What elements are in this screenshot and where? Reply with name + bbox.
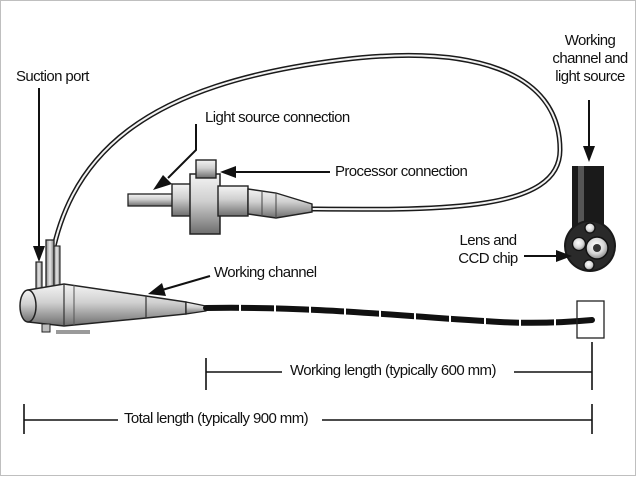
distal-tip-box	[576, 300, 605, 339]
distal-tip-closeup	[564, 166, 616, 272]
insertion-tube	[203, 304, 595, 326]
tip-label: Working channel and light source	[548, 32, 632, 86]
suction-port-label: Suction port	[16, 68, 89, 85]
tip-label-line-2: channel and	[552, 50, 628, 67]
annotation-arrows	[33, 88, 595, 296]
tip-label-line-3: light source	[555, 68, 625, 85]
light-source-connection-label: Light source connection	[205, 109, 350, 126]
working-length-label: Working length (typically 600 mm)	[290, 362, 496, 379]
lens-ccd-label: Lens and CCD chip	[448, 232, 528, 268]
working-channel-label: Working channel	[214, 264, 317, 281]
total-length-label: Total length (typically 900 mm)	[124, 410, 309, 427]
lens-ccd-line-1: Lens and	[459, 232, 518, 249]
connector-assembly	[127, 159, 313, 235]
processor-connection-label: Processor connection	[335, 163, 468, 180]
dimension-lines	[23, 342, 593, 434]
control-handle	[19, 239, 207, 334]
tip-label-line-1: Working	[564, 32, 616, 49]
lens-ccd-line-2: CCD chip	[458, 250, 518, 267]
